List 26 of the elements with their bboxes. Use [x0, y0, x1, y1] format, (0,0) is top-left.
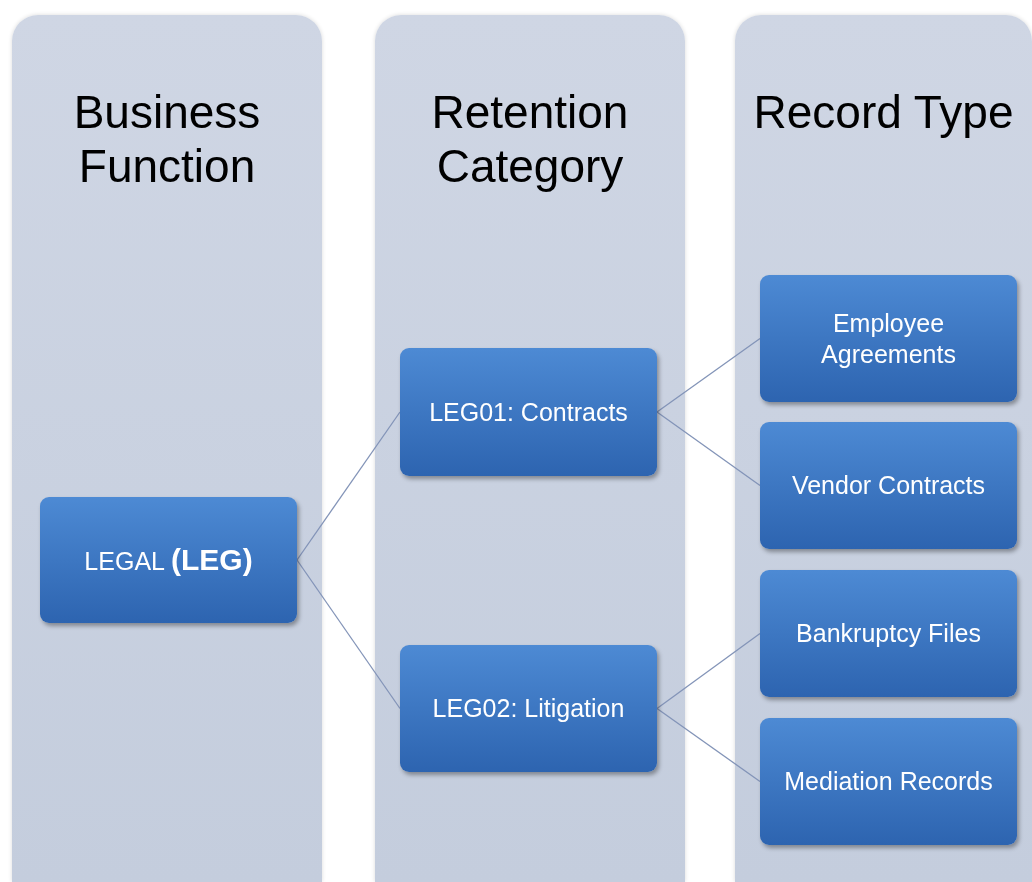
process-box	[760, 570, 1017, 697]
process-box	[400, 348, 657, 476]
process-box	[760, 275, 1017, 402]
column-heading: Business Function	[72, 85, 262, 193]
column-panel	[375, 15, 685, 882]
connector-line	[656, 337, 761, 413]
connector-line	[296, 559, 401, 710]
box-label: LEG01: Contracts	[428, 396, 629, 428]
box-label: LEGAL (LEG)	[83, 543, 254, 577]
connector-line	[656, 632, 761, 710]
box-label: LEG02: Litigation	[431, 693, 626, 724]
column-panel	[12, 15, 322, 882]
connector-line	[296, 411, 401, 561]
box-label: Employee Agreements	[820, 307, 957, 370]
box-label: Mediation Records	[783, 766, 994, 797]
process-box	[760, 718, 1017, 845]
connector-line	[656, 707, 761, 783]
process-box	[400, 645, 657, 772]
box-label: Bankruptcy Files	[795, 618, 982, 649]
column-heading: Record Type	[752, 85, 1015, 139]
box-label: Vendor Contracts	[790, 470, 987, 501]
connector-line	[656, 411, 761, 487]
process-box	[760, 422, 1017, 549]
column-heading: Retention Category	[430, 85, 630, 193]
column-panel	[735, 15, 1032, 882]
process-box	[40, 497, 297, 623]
